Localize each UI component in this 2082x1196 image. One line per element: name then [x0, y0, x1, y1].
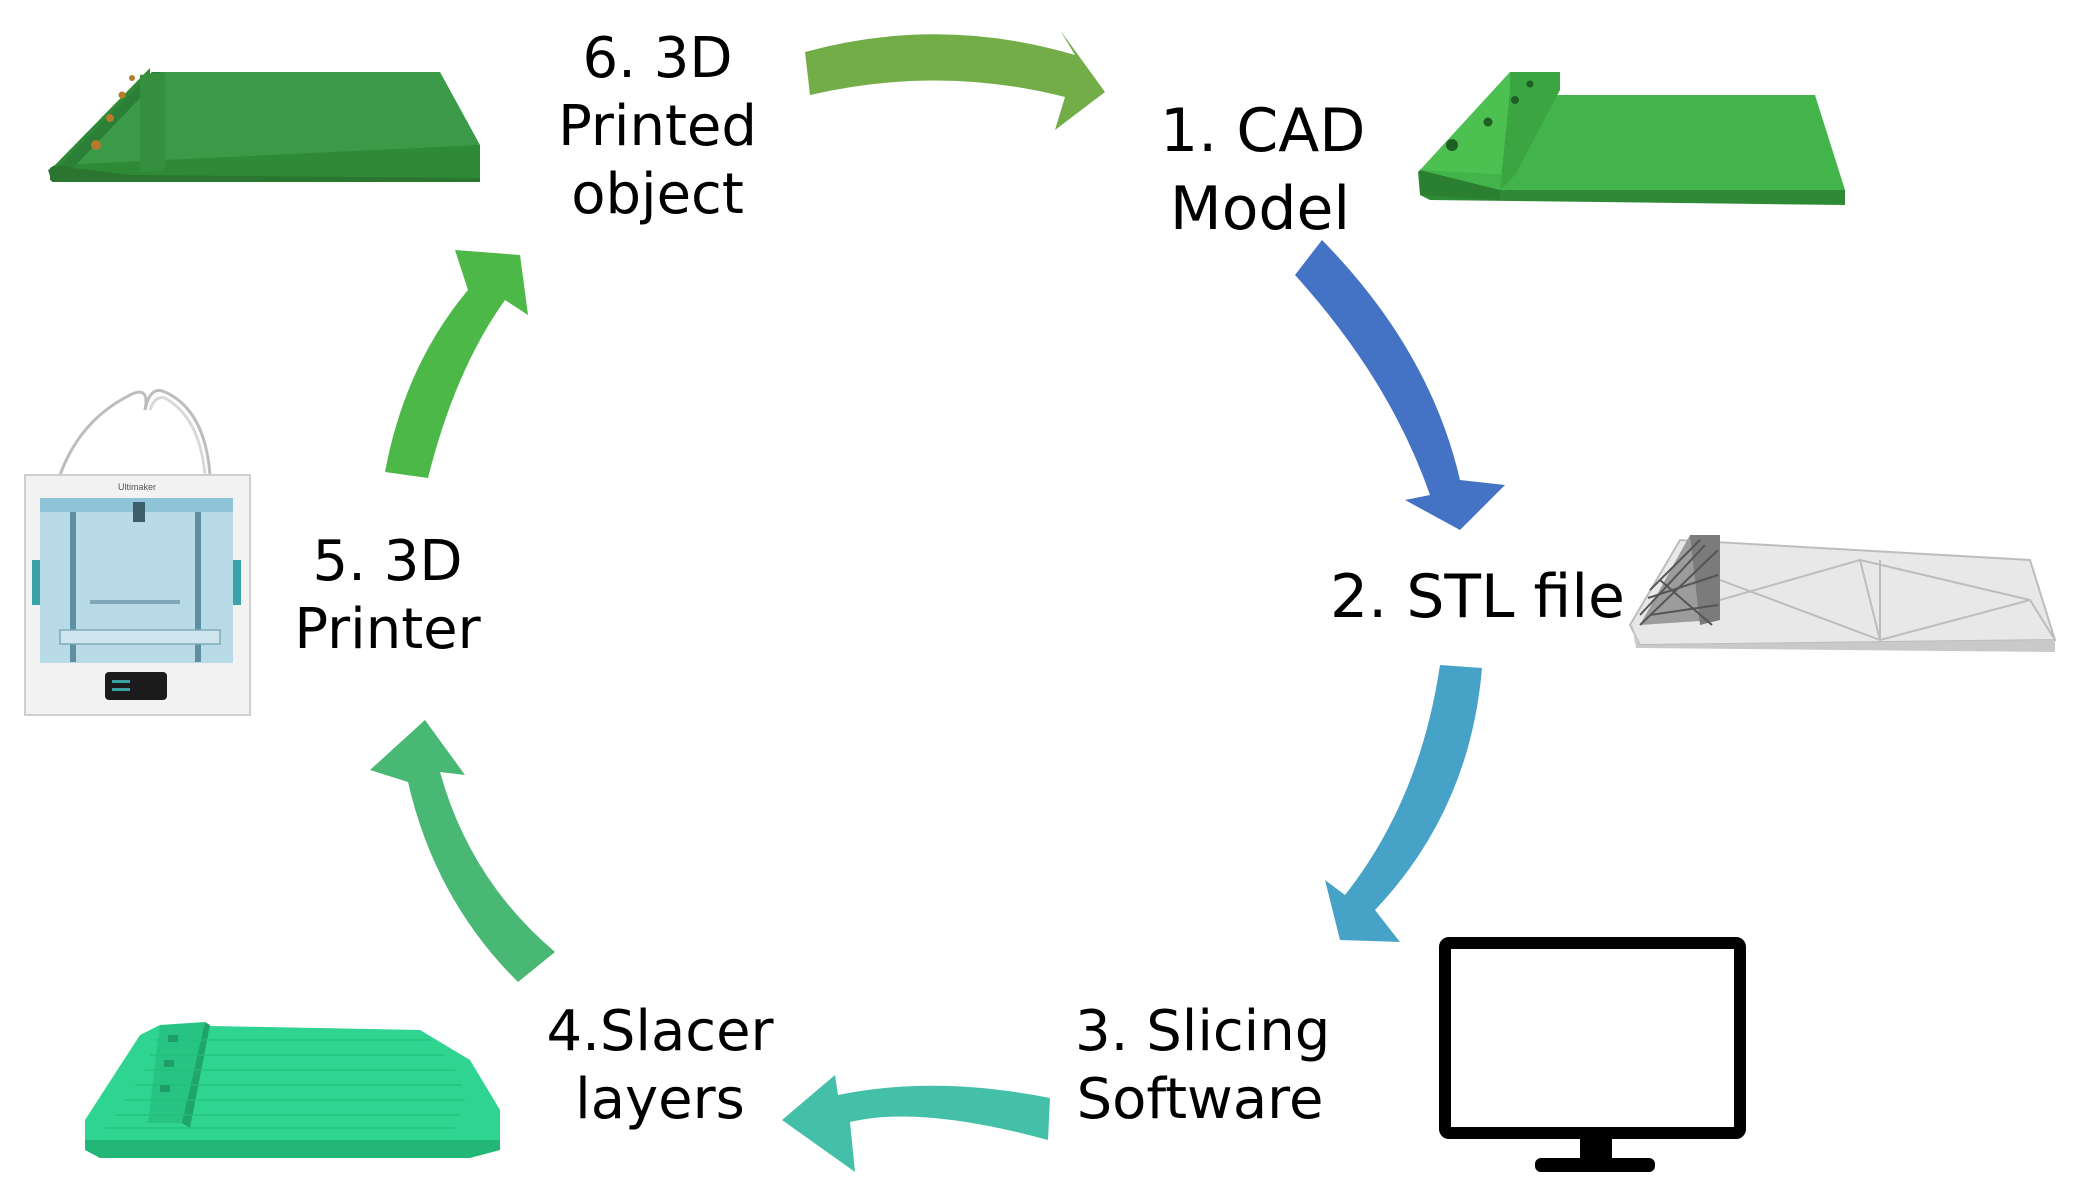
step-label-printed-object: 6. 3D Printed object — [550, 25, 765, 229]
stl-file-image — [1628, 535, 2057, 652]
step-label-slicing-software: 3. Slicing Software — [1075, 998, 1331, 1134]
step-label-slicer-line-1: 4.Slacer — [546, 999, 774, 1064]
cycle-arrows — [370, 30, 1505, 1172]
arrow-slicer-to-printer — [370, 720, 555, 982]
computer-monitor-icon — [1439, 937, 1746, 1172]
printer-brand-label: Ultimaker — [118, 482, 156, 492]
step-label-stl-line-1: 2. STL file — [1330, 562, 1625, 632]
arrow-slicing-to-slicer — [782, 1075, 1050, 1172]
arrow-stl-to-slicing — [1325, 665, 1482, 942]
step-label-printed-line-1: 6. 3D — [582, 26, 733, 91]
step-label-printed-line-3: object — [571, 162, 744, 227]
arrow-printed-to-cad — [805, 30, 1105, 130]
slicer-layers-image — [85, 1022, 500, 1158]
step-label-printer-line-2: Printer — [294, 597, 481, 662]
step-label-slicing-line-2: Software — [1076, 1067, 1324, 1132]
3d-printer-image: Ultimaker — [24, 389, 251, 716]
cad-model-image — [1418, 72, 1845, 205]
step-label-cad-model: 1. CAD Model — [1160, 92, 1366, 248]
step-label-printed-line-2: Printed — [558, 94, 757, 159]
arrow-printer-to-printed — [385, 250, 528, 478]
step-label-printer-line-1: 5. 3D — [312, 529, 463, 594]
printed-object-image — [48, 68, 480, 182]
step-label-slicing-line-1: 3. Slicing — [1075, 999, 1331, 1064]
step-label-slicer-layers: 4.Slacer layers — [545, 998, 775, 1134]
step-label-slicer-line-2: layers — [575, 1067, 745, 1132]
step-label-3d-printer: 5. 3D Printer — [290, 528, 485, 664]
arrow-cad-to-stl — [1295, 240, 1505, 530]
step-label-cad-line-1: 1. CAD — [1160, 96, 1366, 166]
step-label-stl-file: 2. STL file — [1330, 558, 1625, 636]
step-label-cad-line-2: Model — [1169, 174, 1351, 244]
